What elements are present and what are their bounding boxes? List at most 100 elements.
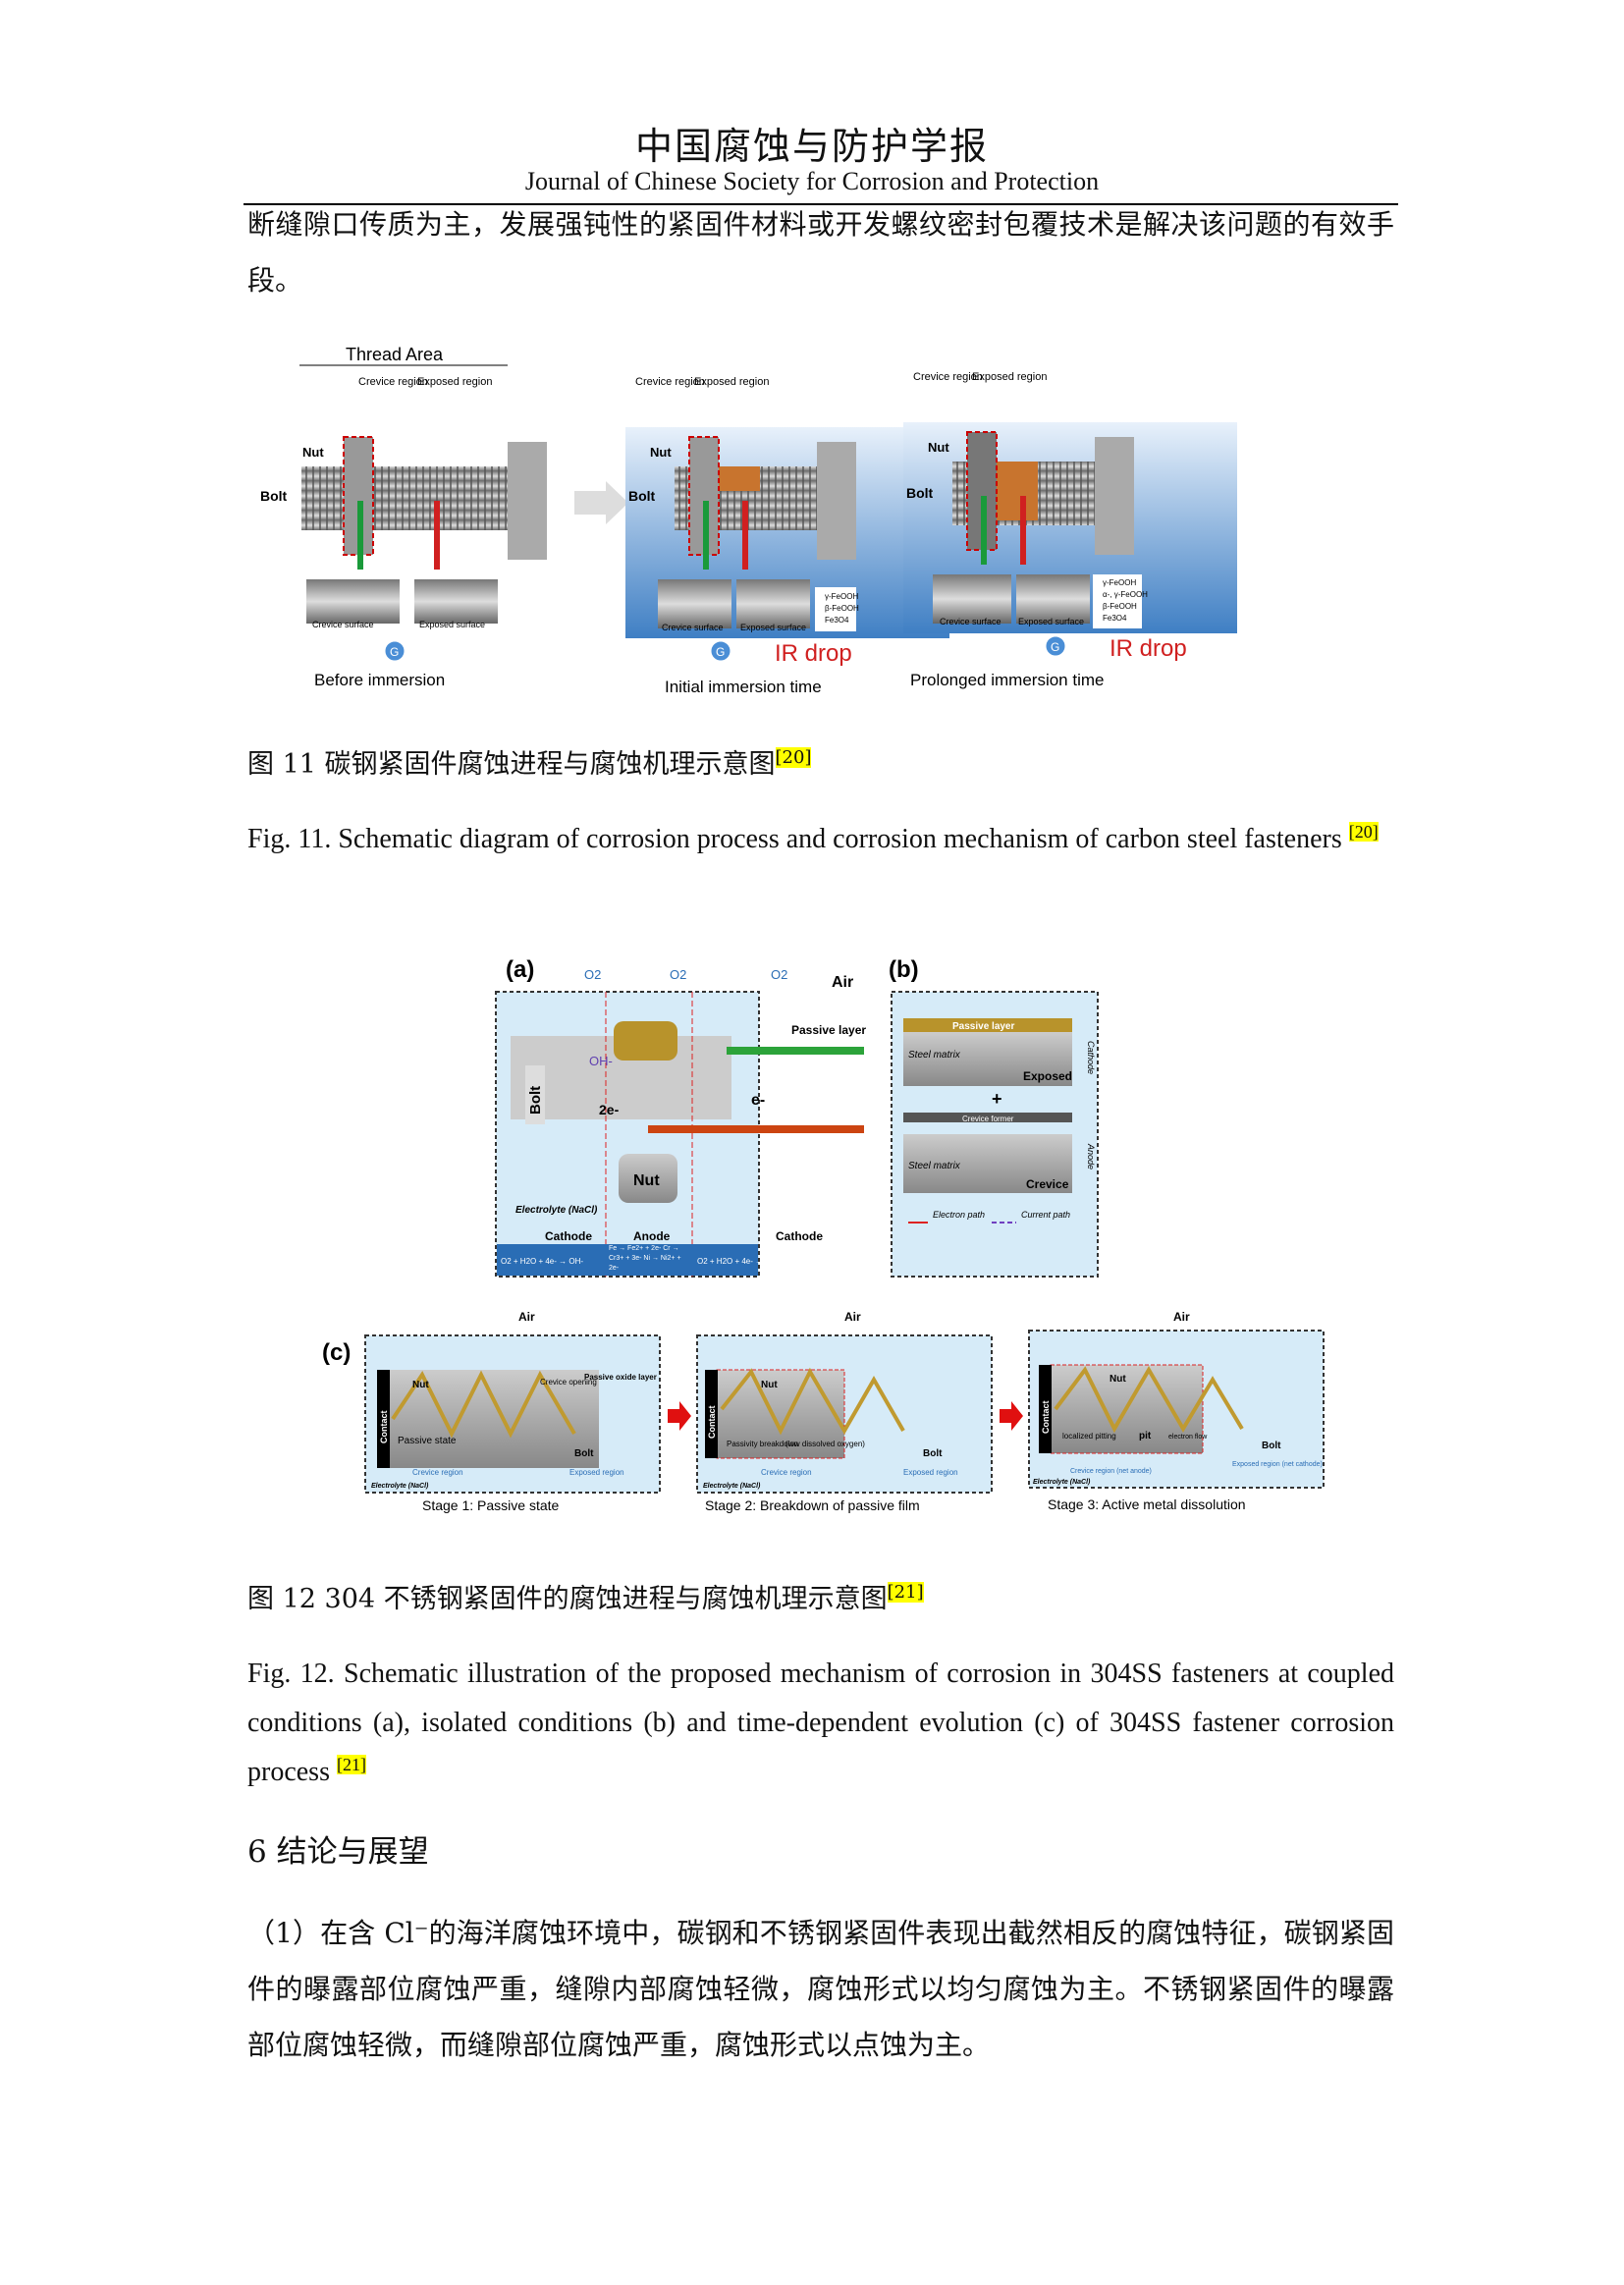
svg-text:Electrolyte (NaCl): Electrolyte (NaCl) — [515, 1205, 598, 1216]
panel-label: Initial immersion time — [665, 678, 822, 696]
svg-text:Air: Air — [832, 974, 853, 991]
svg-text:Electrolyte (NaCl): Electrolyte (NaCl) — [703, 1483, 761, 1490]
svg-text:β-FeOOH: β-FeOOH — [825, 604, 859, 613]
svg-text:Nut: Nut — [928, 440, 949, 455]
svg-text:Crevice surface: Crevice surface — [940, 617, 1001, 626]
svg-text:Crevice: Crevice — [1026, 1177, 1069, 1191]
svg-text:β-FeOOH: β-FeOOH — [1103, 602, 1137, 611]
svg-text:Exposed surface: Exposed surface — [419, 620, 485, 629]
svg-text:Exposed region (net cathode): Exposed region (net cathode) — [1232, 1461, 1323, 1468]
section-heading: 6 结论与展望 — [247, 1834, 429, 1870]
svg-text:γ-FeOOH: γ-FeOOH — [1103, 578, 1136, 587]
svg-text:Passive layer: Passive layer — [952, 1021, 1014, 1032]
stage-1: Air Contact Nut Passive state Crevice op… — [364, 1310, 661, 1513]
contact-label: Contact — [1041, 1400, 1051, 1434]
svg-text:localized pitting: localized pitting — [1062, 1432, 1116, 1441]
stage-label: Stage 2: Breakdown of passive film — [705, 1497, 920, 1513]
figure-11: Thread Area Crevice region Exposed regio… — [260, 345, 1237, 696]
stage-3: Air Contact Nut localized pitting pit el… — [1028, 1310, 1325, 1512]
svg-text:Electrolyte (NaCl): Electrolyte (NaCl) — [1033, 1479, 1091, 1486]
svg-text:IR drop: IR drop — [1110, 635, 1187, 662]
svg-text:Cathode: Cathode — [776, 1229, 823, 1243]
svg-text:Crevice region: Crevice region — [358, 376, 428, 388]
contact-bar — [377, 1370, 390, 1468]
svg-text:Air: Air — [1173, 1310, 1190, 1324]
panel-label: Before immersion — [314, 671, 445, 689]
svg-text:Nut: Nut — [633, 1172, 660, 1189]
contact-bar — [1039, 1365, 1052, 1453]
svg-text:γ-FeOOH: γ-FeOOH — [825, 592, 858, 601]
svg-text:OH-: OH- — [589, 1054, 613, 1068]
svg-text:Anode: Anode — [633, 1229, 671, 1243]
svg-text:Exposed region: Exposed region — [903, 1468, 958, 1477]
svg-text:Passivity breakdown: Passivity breakdown — [727, 1440, 798, 1448]
svg-text:Anode: Anode — [1086, 1143, 1096, 1170]
svg-text:O2 + H2O + 4e- → OH-: O2 + H2O + 4e- → OH- — [501, 1257, 583, 1266]
svg-text:Electron path: Electron path — [933, 1210, 985, 1220]
svg-text:Fe3O4: Fe3O4 — [825, 616, 849, 625]
panel-before-immersion: Thread Area Crevice region Exposed regio… — [260, 345, 547, 689]
svg-text:Steel matrix: Steel matrix — [908, 1050, 961, 1061]
svg-text:Cathode: Cathode — [545, 1229, 592, 1243]
svg-text:Nut: Nut — [1110, 1374, 1126, 1385]
stage-label: Stage 3: Active metal dissolution — [1048, 1496, 1246, 1512]
svg-text:O2: O2 — [670, 967, 686, 982]
svg-text:IR drop: IR drop — [775, 640, 852, 667]
svg-text:Steel matrix: Steel matrix — [908, 1161, 961, 1171]
svg-text:O2 + H2O + 4e- → OH-: O2 + H2O + 4e- → OH- — [697, 1257, 780, 1266]
svg-text:Crevice opening: Crevice opening — [540, 1378, 597, 1387]
svg-text:(a): (a) — [506, 956, 534, 983]
svg-text:Crevice region: Crevice region — [412, 1468, 463, 1477]
svg-text:Bolt: Bolt — [906, 485, 934, 501]
svg-text:Air: Air — [518, 1310, 535, 1324]
intro-paragraph: 断缝隙口传质为主，发展强钝性的紧固件材料或开发螺纹密封包覆技术是解决该问题的有效… — [247, 208, 1394, 297]
svg-text:(low dissolved oxygen): (low dissolved oxygen) — [785, 1440, 865, 1448]
svg-text:Bolt: Bolt — [260, 488, 288, 504]
contact-bar — [705, 1370, 718, 1458]
svg-text:Crevice region: Crevice region — [635, 376, 705, 388]
panel-initial-immersion: Crevice region Exposed region Nut Bolt C… — [625, 376, 949, 696]
svg-text:Bolt: Bolt — [574, 1448, 594, 1459]
panel-label: Prolonged immersion time — [910, 671, 1104, 689]
svg-text:Air: Air — [844, 1310, 861, 1324]
svg-text:Exposed: Exposed — [1023, 1069, 1072, 1083]
svg-text:Crevice surface: Crevice surface — [312, 620, 374, 629]
contact-label: Contact — [379, 1410, 389, 1443]
svg-text:Exposed surface: Exposed surface — [1018, 617, 1084, 626]
svg-text:Exposed surface: Exposed surface — [740, 623, 806, 632]
svg-text:Bolt: Bolt — [527, 1086, 544, 1115]
panel-a: (a) O2 O2 O2 Air Bolt Nut OH- 2e- e- Ele… — [495, 956, 864, 1278]
svg-text:α-, γ-FeOOH: α-, γ-FeOOH — [1103, 590, 1148, 599]
svg-text:G: G — [1051, 640, 1059, 654]
panel-c: (c) Air Contact Nut Passive state Crevic… — [322, 1310, 1325, 1513]
svg-text:Passive oxide layer: Passive oxide layer — [584, 1373, 657, 1382]
svg-text:Crevice surface: Crevice surface — [662, 623, 724, 632]
arrow-icon — [574, 481, 628, 524]
svg-text:Exposed region: Exposed region — [972, 371, 1047, 383]
svg-text:e-: e- — [751, 1092, 765, 1109]
svg-text:(c): (c) — [322, 1339, 351, 1366]
journal-title-en: Journal of Chinese Society for Corrosion… — [524, 167, 1100, 195]
svg-text:O2: O2 — [584, 967, 601, 982]
svg-text:Exposed region: Exposed region — [694, 376, 769, 388]
svg-text:G: G — [716, 645, 725, 659]
svg-text:Crevice region (net anode): Crevice region (net anode) — [1070, 1468, 1152, 1475]
stage-label: Stage 1: Passive state — [422, 1497, 560, 1513]
svg-text:Crevice region: Crevice region — [761, 1468, 812, 1477]
svg-text:Nut: Nut — [761, 1380, 778, 1390]
stage-2: Air Contact Nut Passivity breakdown (low… — [696, 1310, 993, 1513]
svg-text:Crevice region: Crevice region — [913, 371, 983, 383]
figure-12-caption-en: Fig. 12. Schematic illustration of the p… — [247, 1659, 1394, 1787]
svg-text:Cathode: Cathode — [1086, 1041, 1096, 1074]
header-rule — [244, 203, 1398, 205]
journal-title-cn: 中国腐蚀与防护学报 — [634, 125, 989, 168]
svg-text:Exposed region: Exposed region — [417, 376, 492, 388]
svg-text:Nut: Nut — [412, 1380, 429, 1390]
conclusion-paragraph: （1）在含 Cl⁻的海洋腐蚀环境中，碳钢和不锈钢紧固件表现出截然相反的腐蚀特征，… — [247, 1917, 1394, 2061]
passive-layer-label: Passive layer — [791, 1023, 866, 1037]
svg-text:pit: pit — [1139, 1431, 1152, 1442]
svg-text:Passive state: Passive state — [398, 1436, 457, 1446]
svg-text:Electrolyte (NaCl): Electrolyte (NaCl) — [371, 1483, 429, 1490]
svg-text:Current path: Current path — [1021, 1210, 1070, 1220]
figure-12-caption-cn: 图 12 304 不锈钢紧固件的腐蚀进程与腐蚀机理示意图[21] — [247, 1582, 924, 1614]
